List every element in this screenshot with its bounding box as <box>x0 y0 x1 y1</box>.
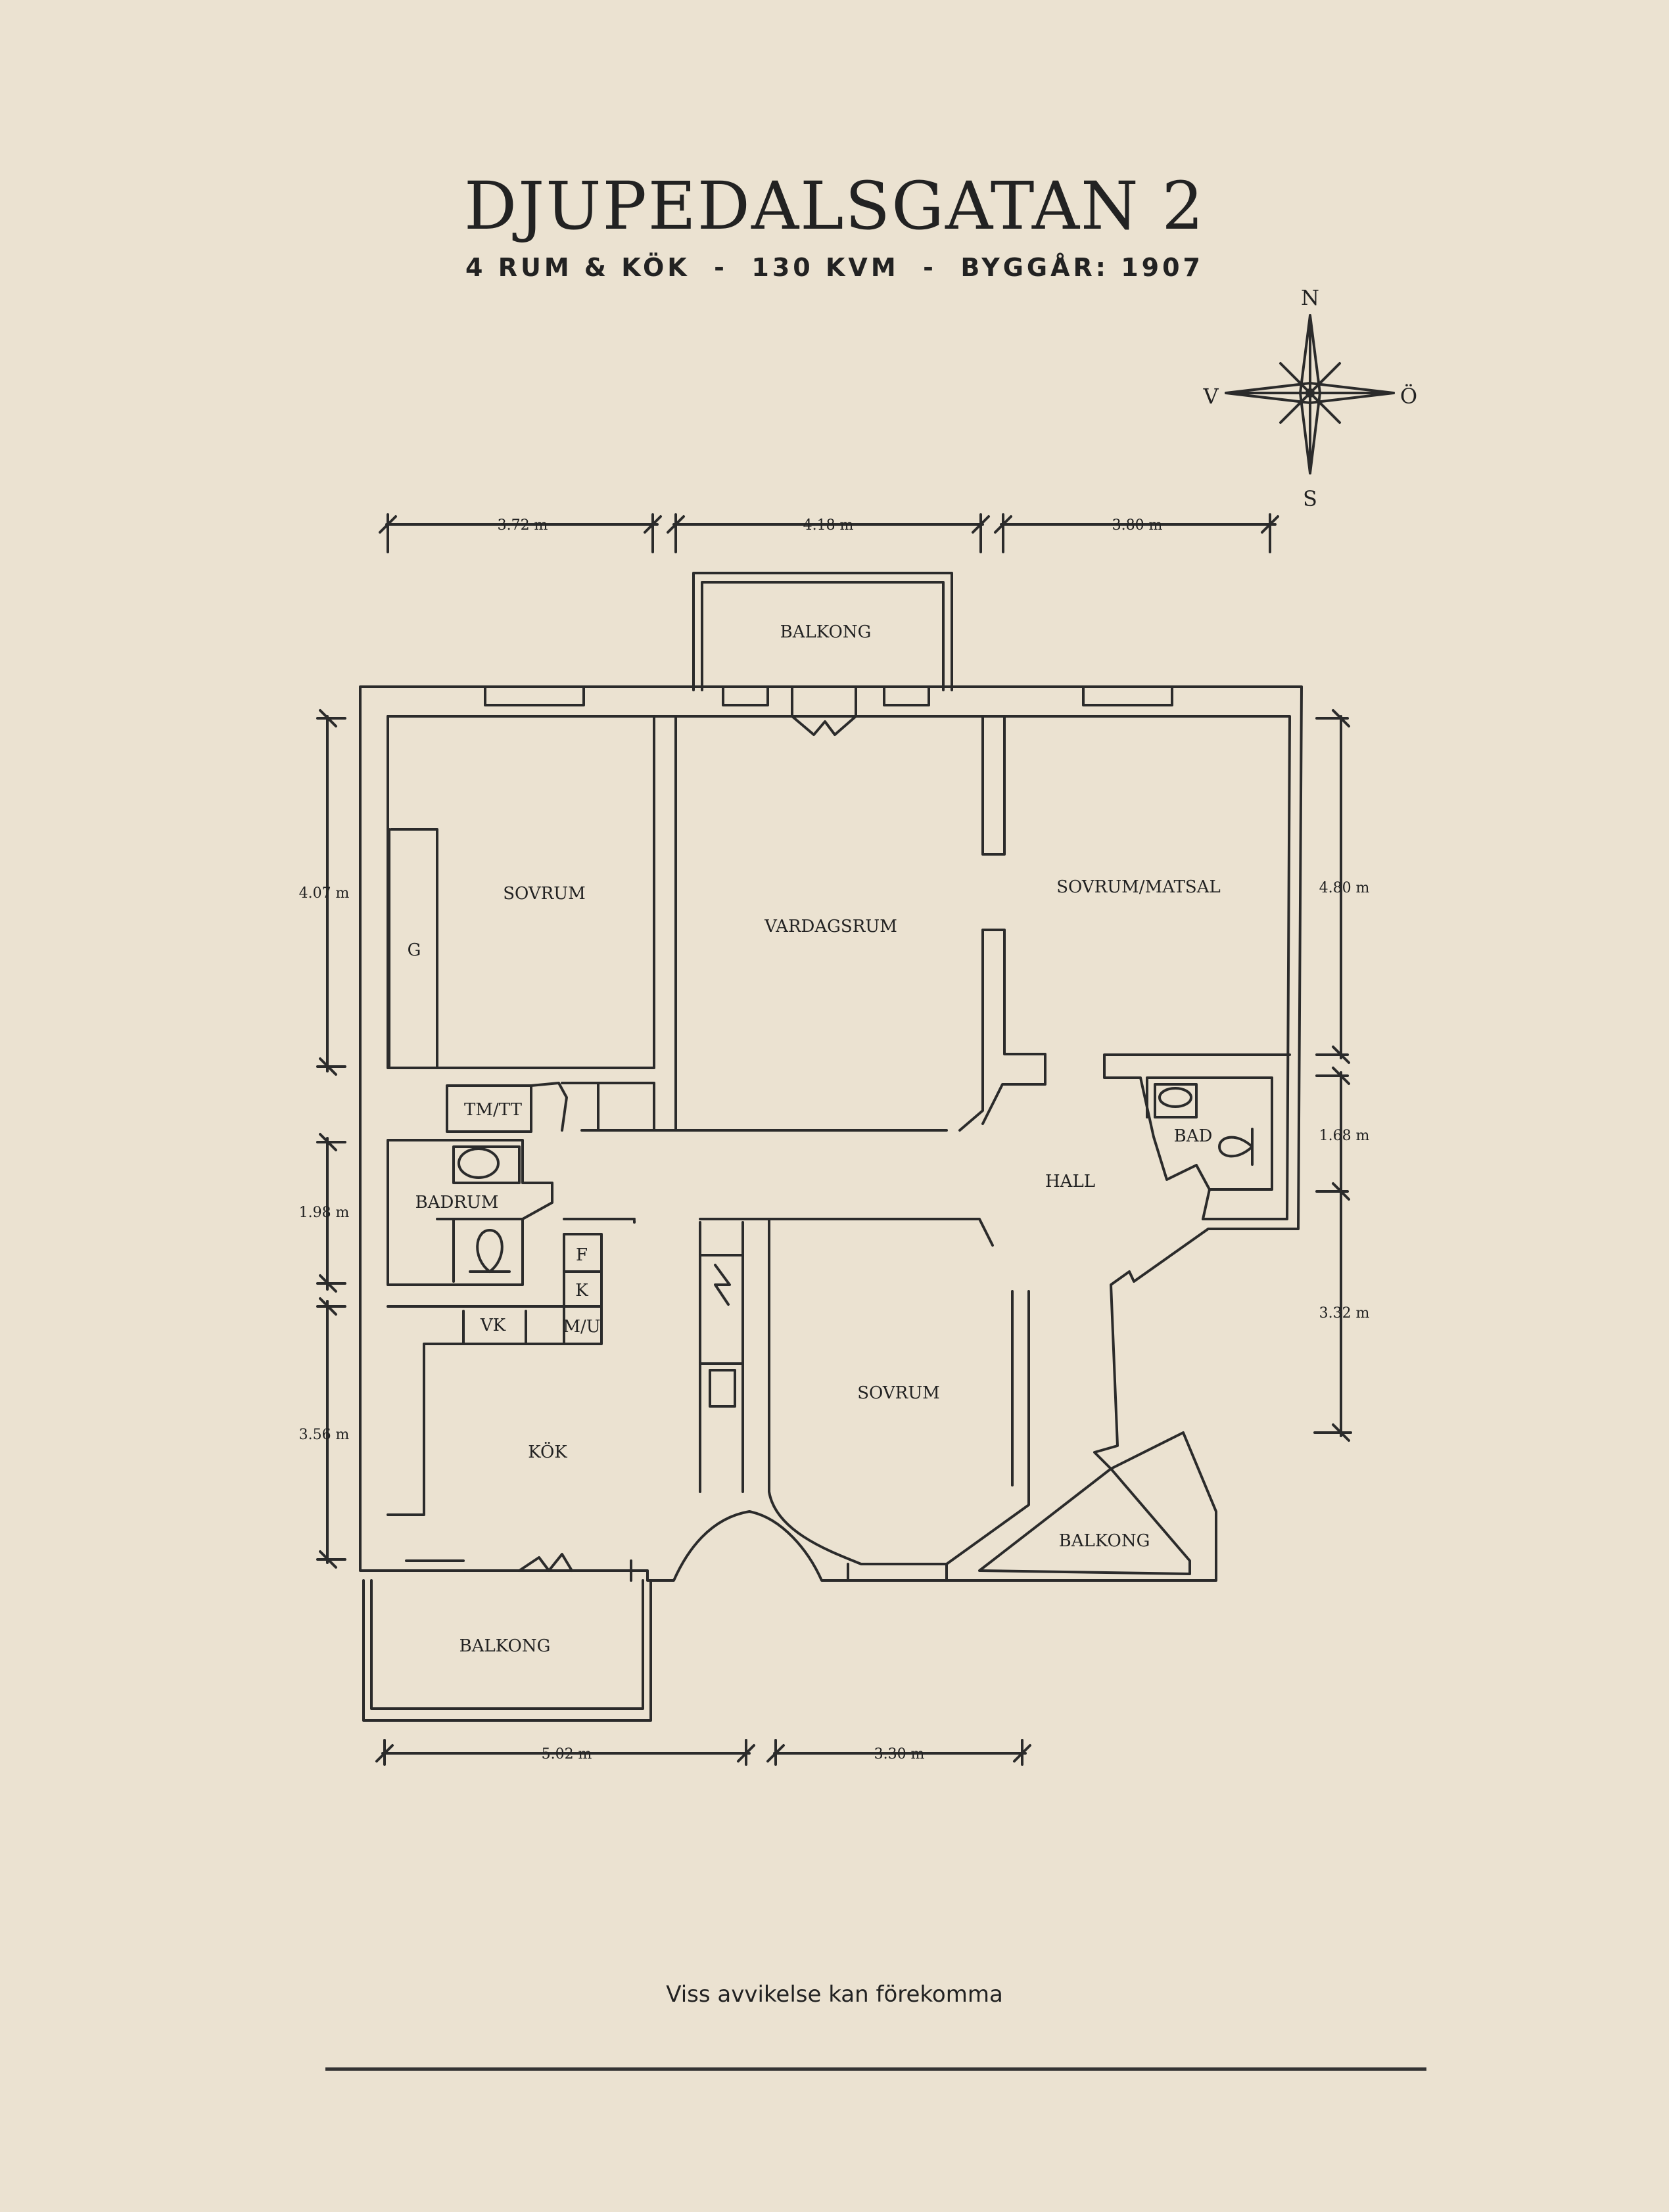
shaft-column <box>699 1254 744 1408</box>
dim-left-2: 1.98 m <box>299 1205 350 1221</box>
window-kok <box>405 1553 632 1582</box>
page-title: DJUPEDALSGATAN 2 <box>463 168 1206 244</box>
room-vk: VK <box>480 1316 506 1335</box>
dim-bottom-1: 5.02 m <box>542 1746 592 1763</box>
dim-right-1: 4.80 m <box>1319 880 1370 896</box>
dim-right-2: 1.68 m <box>1319 1128 1370 1144</box>
room-badrum: BADRUM <box>415 1193 499 1212</box>
balkong-sw-outline <box>362 1579 652 1722</box>
room-kok: KÖK <box>528 1441 567 1462</box>
tm-tt-box <box>446 1082 655 1133</box>
compass-rose-icon <box>1225 314 1395 474</box>
dimension-lines-left <box>316 709 346 1569</box>
room-labels: BALKONG SOVRUM G VARDAGSRUM SOVRUM/MATSA… <box>408 622 1221 1656</box>
footer-note: Viss avvikelse kan förekomma <box>666 1981 1003 2008</box>
room-k: K <box>575 1281 588 1301</box>
room-sovrum-s: SOVRUM <box>857 1383 940 1403</box>
dimension-lines-top <box>379 513 1279 553</box>
badrum-sink-icon <box>458 1147 500 1179</box>
dimension-lines-bottom <box>375 1739 1031 1766</box>
outer-wall <box>359 685 1303 1582</box>
room-mu: M/U <box>563 1317 600 1337</box>
room-g: G <box>408 940 421 960</box>
room-sovrum-matsal: SOVRUM/MATSAL <box>1056 877 1221 897</box>
dimension-labels: 3.72 m 4.18 m 3.80 m 5.02 m 3.30 m 4.07 … <box>299 517 1370 1763</box>
room-tm-tt: TM/TT <box>464 1100 523 1120</box>
dim-left-1: 4.07 m <box>299 885 350 902</box>
compass-n: N <box>1301 285 1319 310</box>
room-f: F <box>576 1245 588 1265</box>
sovrum-nw-walls <box>387 715 655 1069</box>
dim-left-3: 3.56 m <box>299 1427 350 1443</box>
dim-right-3: 3.32 m <box>1319 1305 1370 1322</box>
page-subtitle: 4 RUM & KÖK - 130 KVM - BYGGÅR: 1907 <box>465 253 1204 282</box>
windows-top <box>484 685 1173 736</box>
dim-top-1: 3.72 m <box>498 517 548 534</box>
bad-sink-icon <box>1158 1087 1192 1108</box>
badrum-walls <box>387 1139 553 1286</box>
compass-w: V <box>1202 384 1219 409</box>
room-balkong-se: BALKONG <box>1059 1531 1150 1551</box>
room-balkong-sw: BALKONG <box>459 1636 551 1656</box>
sovrum-matsal-walls <box>1103 1053 1291 1220</box>
balkong-top-outline <box>692 572 953 691</box>
dim-bottom-2: 3.30 m <box>874 1746 925 1763</box>
dimension-lines-right <box>1313 709 1352 1442</box>
dim-top-3: 3.80 m <box>1112 517 1163 534</box>
dim-top-2: 4.18 m <box>803 517 854 534</box>
sovrum-s-walls <box>699 1218 1030 1582</box>
bad-walls <box>1146 1076 1273 1191</box>
room-vardagsrum: VARDAGSRUM <box>764 917 897 936</box>
compass-e: Ö <box>1400 384 1417 409</box>
compass-labels: N Ö S V <box>1202 285 1417 511</box>
room-hall: HALL <box>1045 1172 1095 1191</box>
kok-walls <box>387 1218 744 1516</box>
room-sovrum-nw: SOVRUM <box>503 884 586 904</box>
bad-toilet-icon <box>1218 1128 1254 1166</box>
footer-divider <box>325 2067 1426 2071</box>
compass-s: S <box>1303 486 1317 511</box>
inner-wall <box>387 715 1291 1220</box>
room-bad: BAD <box>1174 1126 1213 1146</box>
room-balkong-top: BALKONG <box>780 622 872 642</box>
balkong-se-outline <box>978 1467 1191 1575</box>
badrum-toilet-icon <box>469 1229 511 1273</box>
